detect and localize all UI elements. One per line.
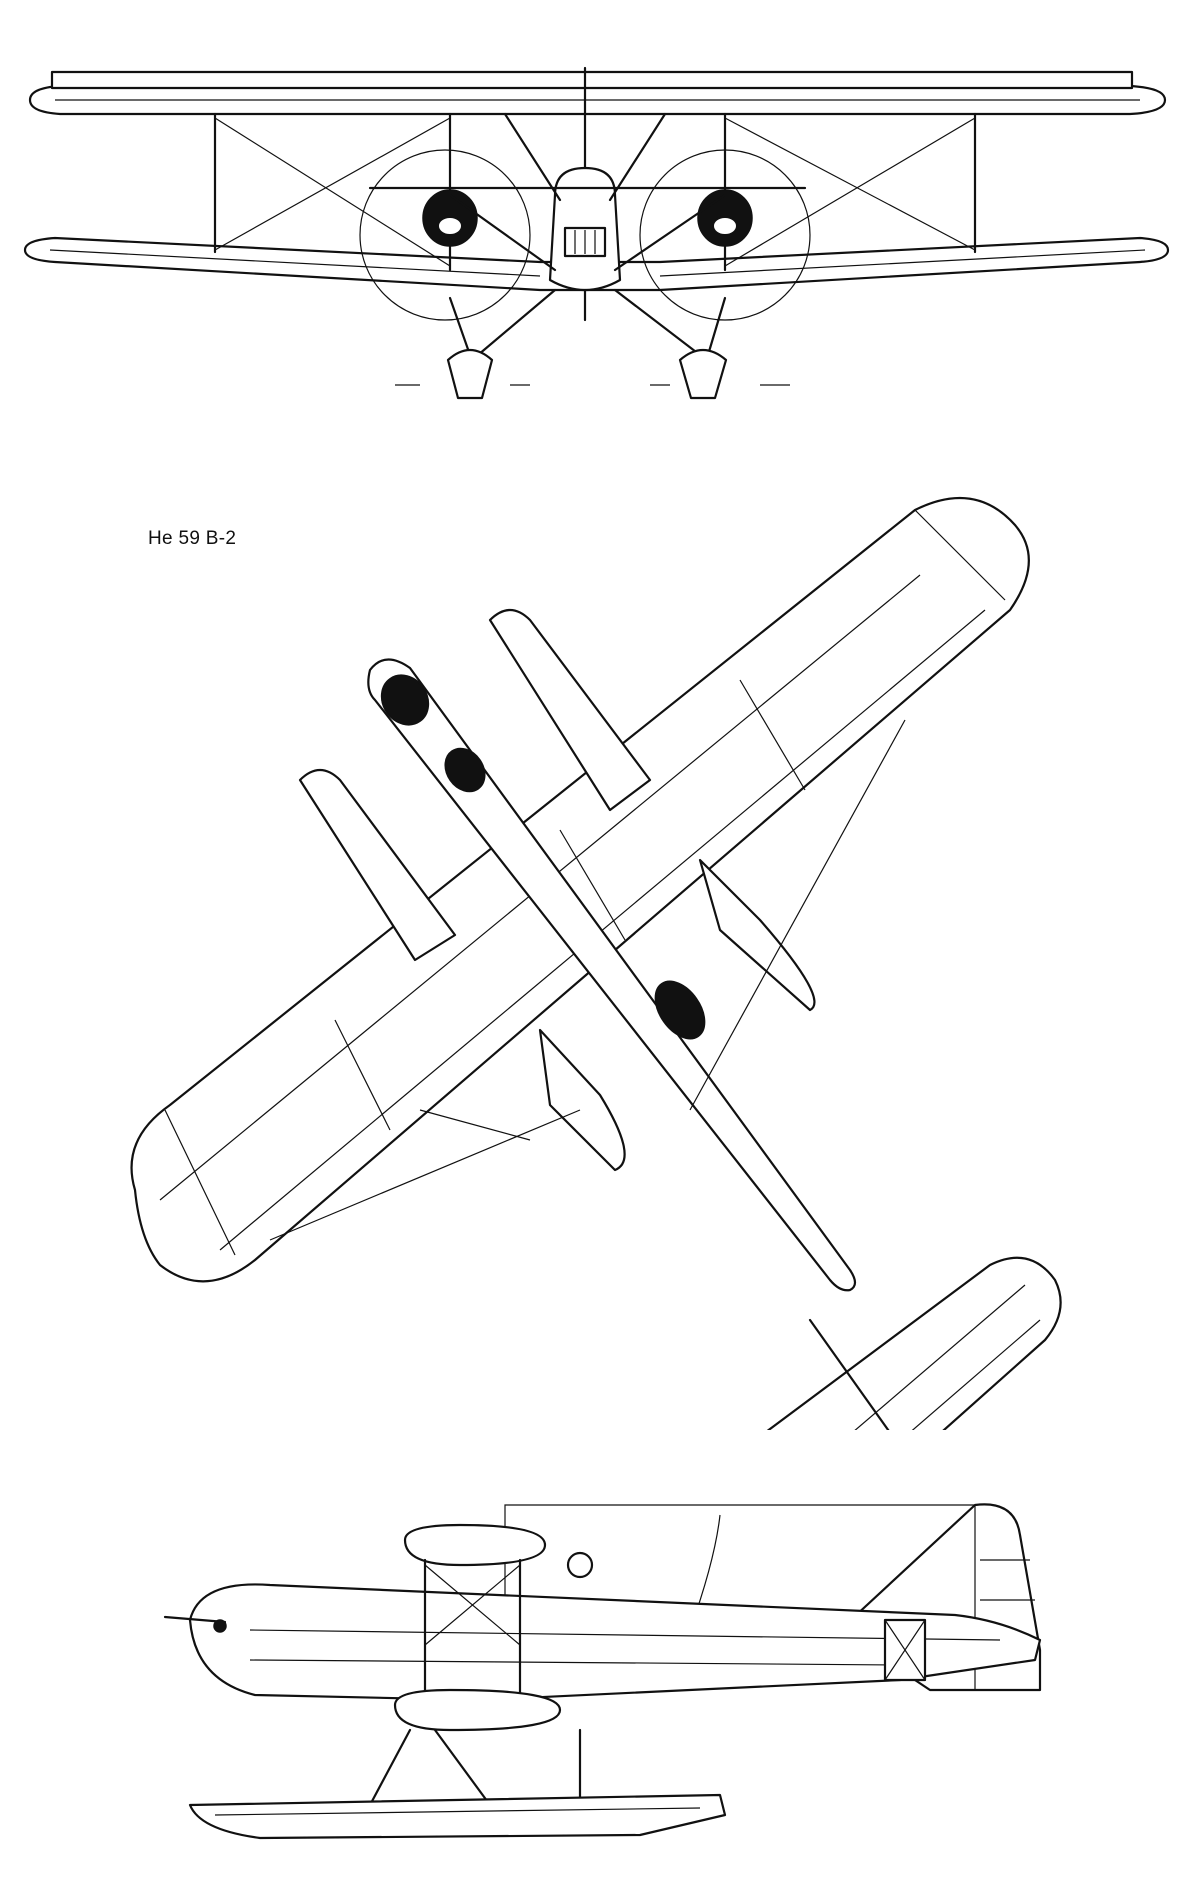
floats-front [395,288,790,400]
front-view-svg [23,66,1170,400]
top-view-drawing [0,430,1200,1430]
float-side [188,1728,727,1840]
upper-wing [28,70,1167,116]
bracing-lines-plan [269,719,906,1241]
upper-wing-side [403,1523,594,1702]
tailplane-plan [766,1256,1062,1430]
main-wing-plan [130,496,1030,1283]
top-view-svg [130,496,1062,1430]
side-view-drawing [0,1430,1200,1900]
fuselage-side [188,1583,1042,1702]
cabane-struts [368,112,807,272]
fuselage-plan [367,658,857,1292]
front-view-drawing [0,0,1200,430]
lower-wing-side [393,1688,562,1732]
propeller-discs [359,149,811,321]
nacelles-plan [298,608,816,1172]
fuselage-front [548,66,622,322]
interplane-struts [213,112,977,272]
model-label: He 59 B-2 [148,528,237,549]
nose-gun-side [163,1615,227,1633]
side-view-svg [163,1503,1042,1840]
